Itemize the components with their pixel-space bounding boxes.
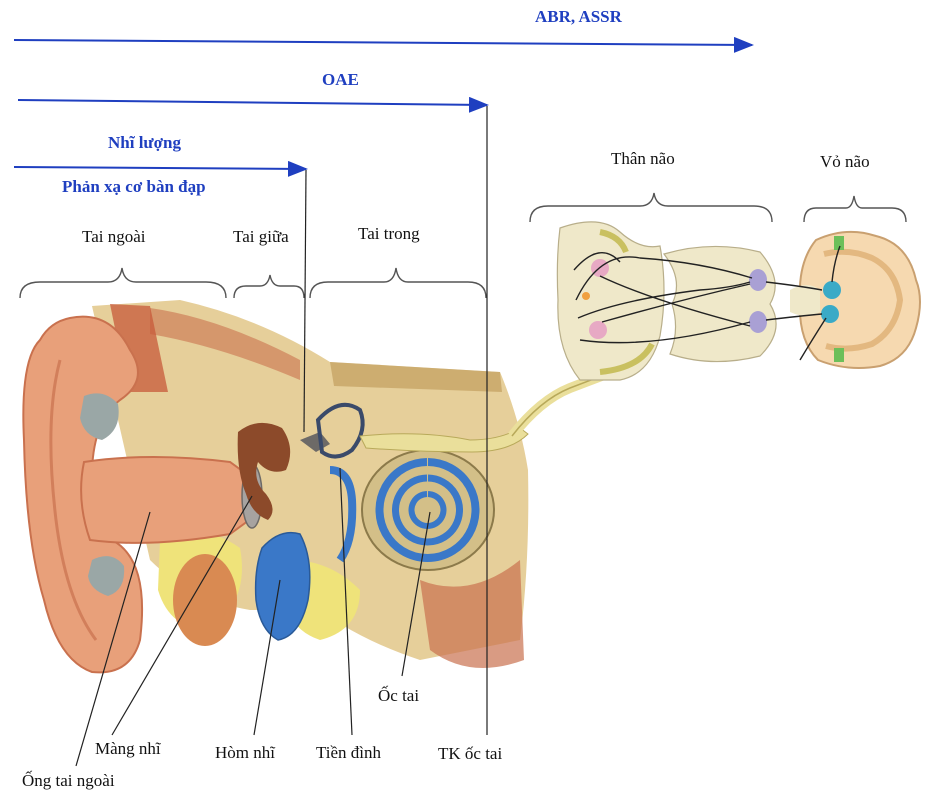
part-label-hom-nhi: Hòm nhĩ [215, 743, 275, 763]
region-label-than-nao: Thân não [611, 149, 675, 169]
medial-geniculate-lower [821, 305, 839, 323]
brace-tai-giua [234, 275, 304, 298]
inferior-colliculus-lower [749, 311, 767, 333]
cortex [766, 232, 920, 368]
brace-than-nao [530, 193, 772, 222]
part-label-ong-tai-ngoai: Ống tai ngoài [22, 771, 115, 791]
region-label-vo-nao: Vỏ não [820, 152, 870, 172]
part-label-oc-tai: Ốc tai [378, 686, 419, 706]
test-label-phan-xa: Phản xạ cơ bàn đạp [62, 177, 206, 197]
region-label-tai-giua: Tai giữa [233, 227, 289, 247]
part-label-tk-oc-tai: TK ốc tai [438, 744, 502, 764]
ear-anatomy [23, 300, 528, 672]
oae-arrow [18, 100, 487, 105]
test-label-oae: OAE [322, 70, 359, 90]
part-label-mang-nhi: Màng nhĩ [95, 739, 161, 759]
cochlear-nucleus-lower [589, 321, 607, 339]
nhi-luong-arrow [14, 167, 306, 169]
medial-geniculate-upper [823, 281, 841, 299]
auditory-nerve-path [512, 372, 612, 436]
inferior-colliculus-upper [749, 269, 767, 291]
test-label-abr-assr: ABR, ASSR [535, 7, 622, 27]
region-label-tai-ngoai: Tai ngoài [82, 227, 145, 247]
brainstem [557, 222, 776, 380]
region-label-tai-trong: Tai trong [358, 224, 420, 244]
abr-assr-arrow [14, 40, 752, 45]
brace-tai-trong [310, 268, 486, 298]
test-label-nhi-luong: Nhĩ lượng [108, 133, 181, 153]
brace-vo-nao [804, 196, 906, 222]
brace-tai-ngoai [20, 268, 226, 298]
cochlea [362, 450, 494, 570]
part-label-tien-dinh: Tiền đình [316, 743, 381, 763]
ear-canal [81, 457, 252, 543]
